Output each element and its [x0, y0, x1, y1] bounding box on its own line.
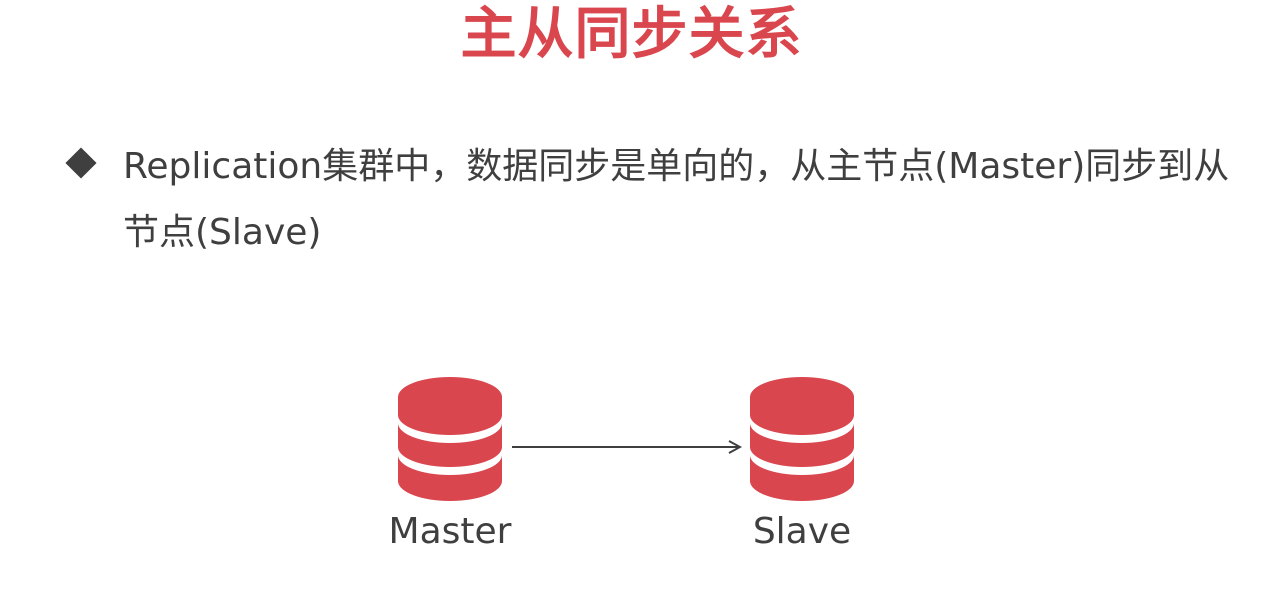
- master-database-icon: [398, 377, 502, 501]
- slave-label: Slave: [752, 511, 852, 552]
- bullet-text: Replication集群中，数据同步是单向的，从主节点(Master)同步到从…: [123, 146, 1230, 253]
- slide-title: 主从同步关系: [460, 2, 803, 67]
- master-label: Master: [388, 511, 512, 552]
- slave-database-icon: [750, 377, 854, 501]
